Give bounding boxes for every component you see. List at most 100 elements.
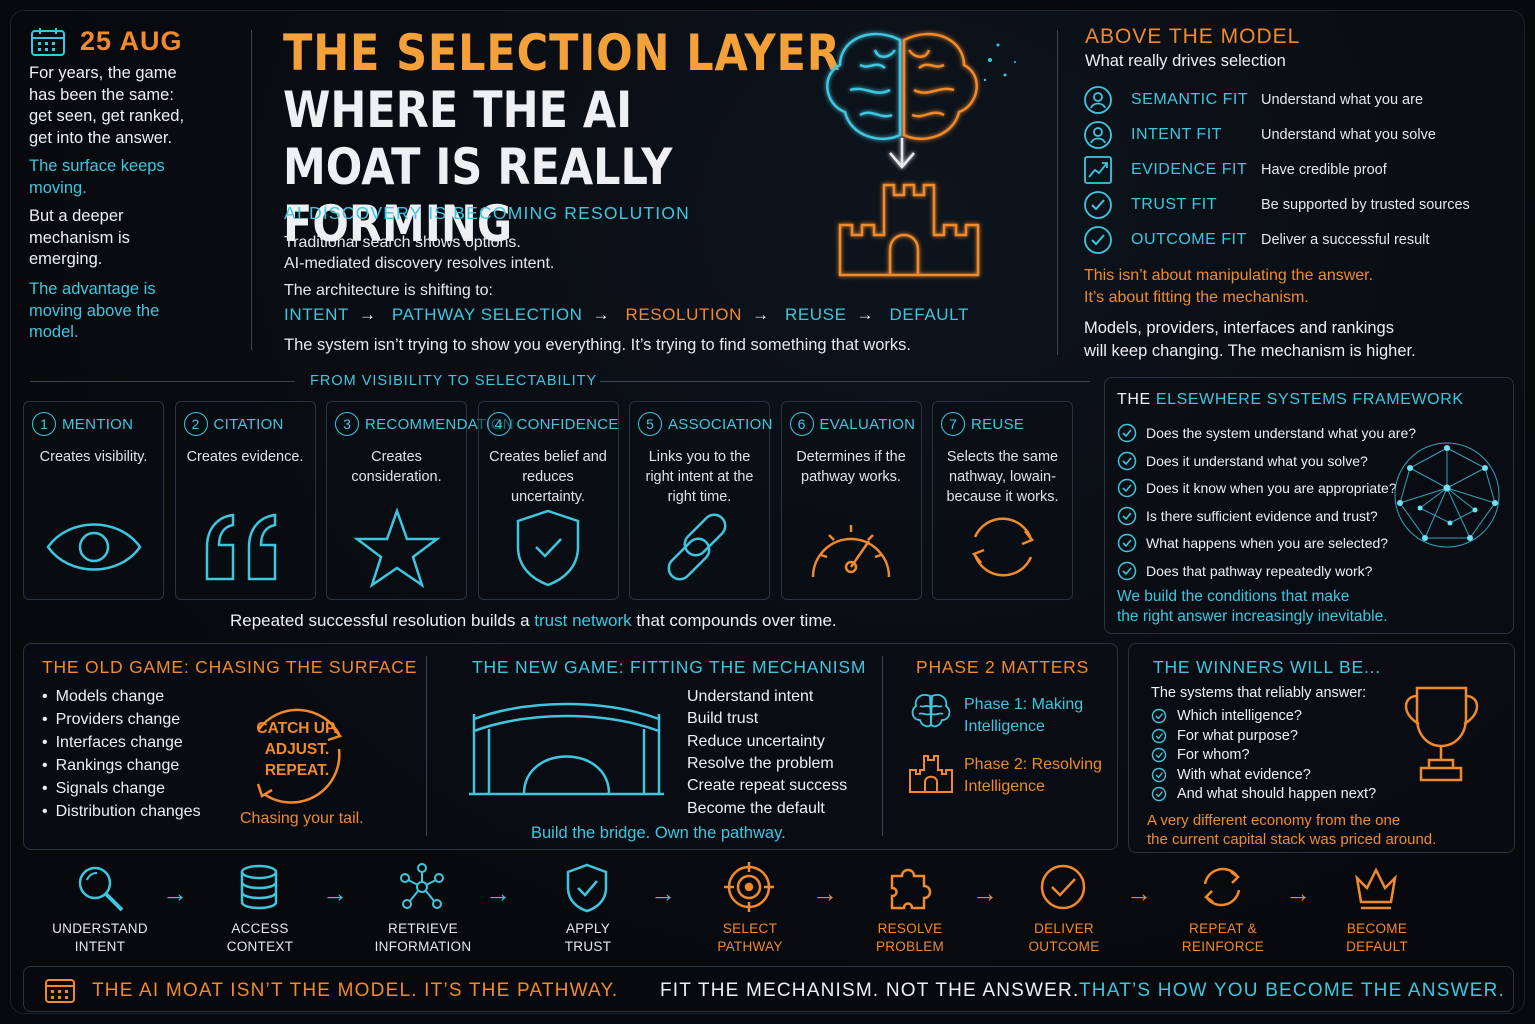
- winner-question: Which intelligence?: [1151, 708, 1302, 724]
- divider: [1057, 30, 1058, 355]
- card-number: 4: [486, 412, 511, 436]
- step-label-1: BECOME: [1346, 921, 1408, 936]
- framework-question: Does that pathway repeatedly work?: [1117, 561, 1372, 581]
- arrow-icon: →: [1285, 878, 1311, 908]
- brain-icon: [911, 694, 951, 728]
- footer-statement-3: THAT’S HOW YOU BECOME THE ANSWER.: [1079, 980, 1505, 1001]
- trust-network-statement: Repeated successful resolution builds a …: [230, 611, 837, 631]
- winners-title: THE WINNERS WILL BE...: [1153, 657, 1381, 677]
- new-game-item: Resolve the problem: [687, 754, 834, 772]
- card-body: Creates visibility.: [39, 449, 148, 465]
- brain-castle-icon: [826, 32, 1016, 277]
- main-title: THE SELECTION LAYER: [283, 24, 841, 82]
- divider: [882, 656, 883, 836]
- new-game-title: THE NEW GAME: FITTING THE MECHANISM: [472, 657, 867, 677]
- network-sphere-icon: [1394, 442, 1500, 548]
- question-text: Does it know when you are appropriate?: [1146, 480, 1397, 496]
- step-label: REPEAT &REINFORCE: [1163, 920, 1283, 956]
- card-header: 5 ASSOCIATION: [638, 412, 773, 436]
- calendar-icon: [31, 28, 65, 56]
- cycle-text-1: CATCH UP.: [256, 720, 338, 737]
- cycle-icon: [971, 517, 1034, 577]
- intro-line-4: The system isn’t trying to show you ever…: [284, 336, 911, 354]
- cycle-icon: [1203, 867, 1241, 907]
- flow-intent: INTENT: [284, 305, 349, 324]
- question-text: Does the system understand what you are?: [1146, 425, 1417, 441]
- step-label: ACCESS CONTEXT: [200, 920, 320, 956]
- step-label-1: RESOLVE: [877, 921, 943, 936]
- card-title: ASSOCIATION: [668, 415, 773, 433]
- statement-part: Repeated successful resolution builds a: [230, 611, 535, 630]
- winner-question: For what purpose?: [1151, 728, 1298, 744]
- flow-arrow: →: [752, 305, 770, 324]
- old-game-item: •Distribution changes: [42, 800, 201, 823]
- check-circle-icon: [1151, 747, 1167, 763]
- step-label-2: PATHWAY: [717, 939, 783, 954]
- fit-name: TRUST FIT: [1131, 196, 1217, 213]
- question-text: For whom?: [1177, 747, 1250, 763]
- check-circle-icon: [1151, 767, 1167, 782]
- step-label-2: REINFORCE: [1181, 939, 1265, 954]
- search-icon: [78, 866, 124, 912]
- card-number: 6: [789, 412, 814, 436]
- warning-line-1: This isn’t about manipulating the answer…: [1084, 267, 1374, 284]
- winner-question: With what evidence?: [1151, 767, 1311, 783]
- above-model-title: ABOVE THE MODEL: [1085, 25, 1301, 48]
- question-text: Does that pathway repeatedly work?: [1146, 562, 1373, 579]
- network-icon: [400, 863, 444, 909]
- framework-question: Does the system understand what you are?: [1117, 423, 1416, 443]
- check-circle-icon: [1117, 478, 1137, 498]
- flow-arrow: →: [358, 305, 377, 324]
- step-label-1: ACCESS: [231, 921, 289, 936]
- check-circle-icon: [1151, 728, 1167, 743]
- divider: [426, 656, 427, 836]
- fit-description: Understand what you are: [1261, 92, 1424, 108]
- step-resolve: RESOLVE PROBLEM: [850, 862, 970, 956]
- phase-2-line-1: Phase 2: Resolving: [964, 756, 1102, 773]
- shield-check-icon: [566, 863, 608, 913]
- winners-conclusion-2: the current capital stack was priced aro…: [1147, 831, 1437, 848]
- framework-title-prefix: THE: [1117, 391, 1156, 408]
- arrow-icon: →: [322, 878, 348, 908]
- arrow-icon: →: [162, 878, 188, 908]
- cycle-text: CATCH UP.ADJUST.REPEAT.: [237, 718, 357, 781]
- framework-title: THE ELSEWHERE SYSTEMS FRAMEWORK: [1117, 391, 1464, 409]
- intro-line-2: AI-mediated discovery resolves intent.: [284, 255, 555, 272]
- architecture-flow: INTENT→ PATHWAY SELECTION→ RESOLUTION→ R…: [284, 305, 979, 325]
- card-number: 5: [638, 412, 662, 436]
- flow-default: DEFAULT: [889, 305, 969, 324]
- trophy-icon: [1404, 686, 1479, 782]
- step-label-2: DEFAULT: [1346, 939, 1408, 954]
- question-text: And what should happen next?: [1177, 786, 1377, 802]
- framework-conclusion-2: the right answer increasingly inevitable…: [1117, 608, 1388, 625]
- old-game-item: •Providers change: [42, 708, 180, 731]
- check-circle-icon: [1151, 708, 1167, 724]
- check-circle-icon: [1117, 561, 1137, 580]
- new-game-item: Create repeat success: [687, 777, 848, 795]
- check-circle-icon: [1084, 226, 1112, 254]
- check-circle-icon: [1117, 451, 1137, 470]
- section-title: FROM VISIBILITY TO SELECTABILITY: [310, 373, 598, 389]
- step-repeat: REPEAT &REINFORCE: [1163, 862, 1283, 956]
- step-label-1: RETRIEVE: [388, 921, 458, 936]
- step-label-2: CONTEXT: [226, 939, 294, 954]
- step-label-2: PROBLEM: [875, 939, 945, 954]
- surface-paragraph: The surface keeps moving.: [29, 157, 165, 197]
- intro-paragraph: For years, the game has been the same: g…: [29, 64, 185, 147]
- new-game-item: Understand intent: [687, 688, 814, 705]
- step-label-2: TRUST: [564, 939, 612, 954]
- new-game-item: Become the default: [687, 799, 825, 817]
- old-game-item: •Rankings change: [42, 754, 179, 777]
- subtitle: AI DISCOVERY IS BECOMING RESOLUTION: [284, 203, 691, 223]
- framework-question: What happens when you are selected?: [1117, 533, 1388, 553]
- card-title: RECOMMENDATION: [365, 415, 514, 433]
